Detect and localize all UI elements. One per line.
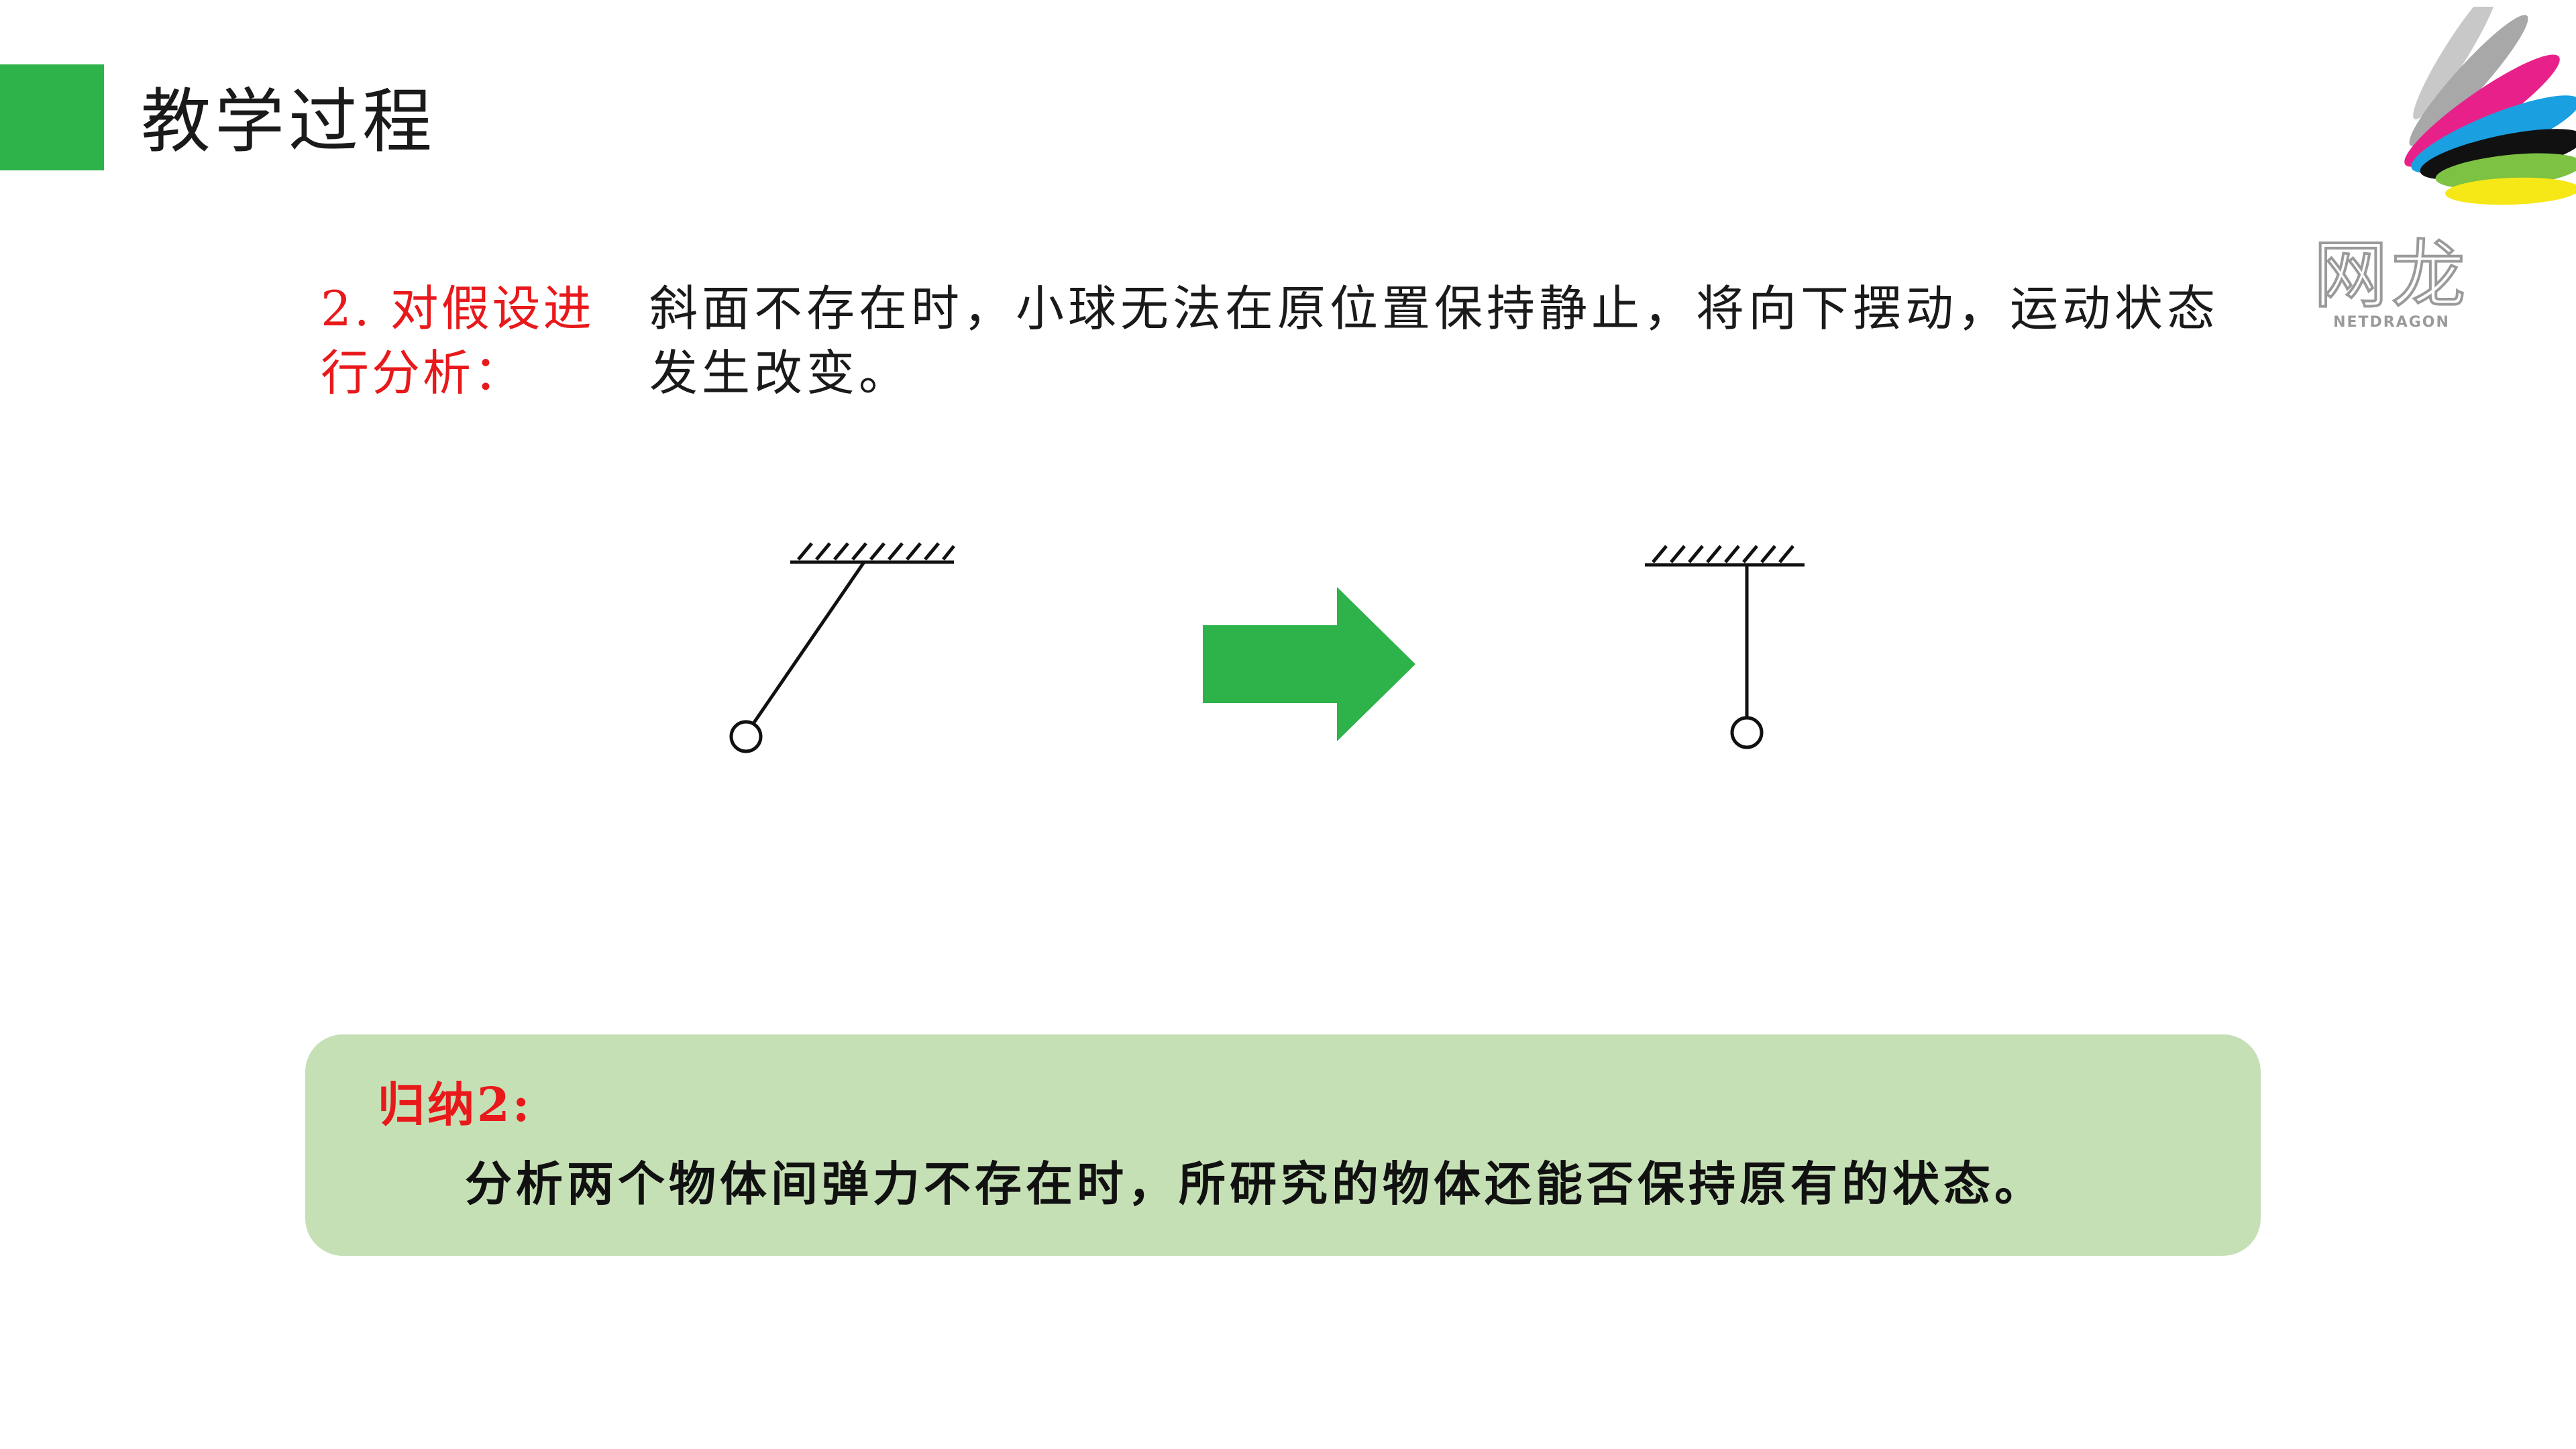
title-accent-bar (0, 64, 104, 170)
summary-box: 归纳2: 分析两个物体间弹力不存在时，所研究的物体还能否保持原有的状态。 (305, 1034, 2261, 1256)
summary-label: 归纳2: (378, 1077, 533, 1132)
brand-name-cn: 网龙 (2312, 232, 2469, 318)
hypothesis-text: 斜面不存在时，小球无法在原位置保持静止，将向下摆动，运动状态发生改变。 (649, 280, 2220, 401)
arrow-right-icon (1203, 587, 1415, 741)
pendulum-vertical-icon (1645, 545, 1805, 749)
pendulum-tilted-icon (729, 542, 955, 753)
petal-logo-icon (2404, 7, 2576, 205)
page-title: 教学过程 (141, 80, 437, 162)
brand-name-en: NETDRAGON (2333, 314, 2450, 331)
pendulum-figure (729, 542, 1805, 753)
hypothesis-label: 2. 对假设进行分析： (321, 280, 594, 401)
brand-logo: 网龙 NETDRAGON (2308, 232, 2475, 335)
summary-text: 分析两个物体间弹力不存在时，所研究的物体还能否保持原有的状态。 (465, 1156, 2045, 1212)
